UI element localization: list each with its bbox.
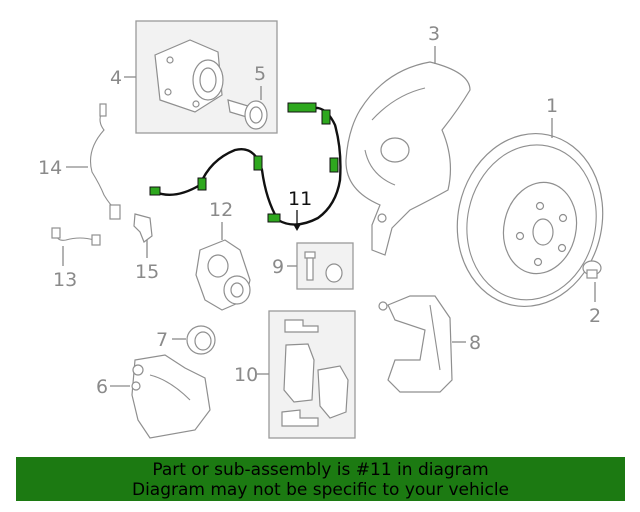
callout-2[interactable]: 2 — [589, 305, 601, 327]
hub-bolt-hole — [192, 100, 200, 108]
rotor-vent-ring — [466, 144, 597, 301]
wear-sensor-clip — [197, 177, 207, 191]
fastener-group-9[interactable] — [296, 242, 354, 290]
rotor-stud-hole — [535, 201, 545, 211]
guide-bolt-head — [304, 251, 316, 259]
brake-wear-sensor-11[interactable] — [149, 102, 342, 226]
callout-8[interactable]: 8 — [469, 332, 481, 354]
brake-pad-kit-10[interactable] — [268, 310, 356, 439]
rotor-stud-hole — [515, 231, 525, 241]
callout-5[interactable]: 5 — [254, 63, 266, 85]
callout-6[interactable]: 6 — [96, 376, 108, 398]
lead-13-plug — [91, 234, 101, 246]
callout-14[interactable]: 14 — [38, 157, 62, 179]
info-banner: Part or sub-assembly is #11 in diagram D… — [16, 457, 625, 501]
callout-12[interactable]: 12 — [209, 199, 233, 221]
hub-bolt-hole — [164, 88, 172, 96]
bracket-bolt — [378, 301, 388, 311]
brake-pad-outer — [317, 365, 349, 419]
actuator-port — [207, 254, 229, 278]
caliper-bracket-8[interactable] — [378, 295, 453, 393]
dust-shield-body — [345, 61, 471, 256]
wear-sensor-probe — [287, 102, 317, 113]
guide-bolt-shank — [306, 257, 314, 281]
banner-line-2: Diagram may not be specific to your vehi… — [131, 480, 509, 500]
seal-inner — [194, 331, 212, 351]
banner-line-1: Part or sub-assembly is #11 in diagram — [152, 460, 489, 480]
rotor-stud-hole — [533, 257, 543, 267]
wear-sensor-clip — [329, 157, 339, 173]
brake-pad-inner — [283, 343, 315, 403]
callout-11[interactable]: 11 — [288, 188, 312, 210]
dust-shield-hole — [380, 137, 410, 163]
pad-clip-top — [284, 319, 319, 333]
rotor-screw-shank — [586, 269, 598, 279]
piston-seal-7[interactable] — [186, 325, 216, 355]
guide-bushing — [325, 263, 343, 283]
rotor-stud-hole — [558, 213, 568, 223]
hub-bolt-head-inner — [249, 106, 263, 124]
hub-bolt-hole — [166, 56, 174, 64]
actuator-motor-end — [230, 282, 244, 298]
clip-15-body — [133, 213, 153, 243]
bracket-body — [387, 295, 453, 393]
brake-caliper-6[interactable] — [131, 354, 211, 439]
rotor-center-bore — [532, 218, 554, 246]
rotor-screw[interactable] — [582, 260, 602, 279]
sensor-lead-13[interactable] — [51, 227, 101, 246]
bracket-rib — [429, 304, 441, 371]
brake-rotor[interactable] — [441, 120, 618, 320]
harness-14-connector — [99, 103, 107, 117]
dust-shield-rib — [371, 87, 426, 121]
dust-shield-rib — [364, 149, 396, 186]
rotor-stud-hole — [557, 243, 567, 253]
callout-10[interactable]: 10 — [234, 364, 258, 386]
hub-bore-inner — [199, 67, 217, 93]
lead-13-wire — [55, 231, 95, 241]
parts-diagram: 4 5 3 1 2 14 — [38, 20, 618, 439]
pad-clip-bottom — [281, 409, 319, 427]
caliper-port — [131, 381, 141, 391]
callout-13[interactable]: 13 — [53, 269, 77, 291]
lead-13-connector — [51, 227, 61, 239]
callout-1[interactable]: 1 — [546, 95, 558, 117]
wear-sensor-clip — [321, 109, 331, 125]
bracket-clip-15[interactable] — [133, 213, 153, 243]
harness-14-sensor — [109, 204, 121, 220]
callout-3[interactable]: 3 — [428, 23, 440, 45]
callout-15[interactable]: 15 — [135, 261, 159, 283]
fastener-group-box — [296, 242, 354, 290]
dust-shield[interactable] — [345, 61, 471, 256]
abs-sensor-harness-14[interactable] — [89, 103, 121, 220]
harness-14-wire — [89, 107, 117, 211]
hub-bearing-group[interactable] — [135, 20, 278, 134]
leader-11-arrow — [293, 224, 301, 231]
wear-sensor-connector — [149, 186, 161, 196]
brake-actuator-12[interactable] — [195, 239, 251, 311]
caliper-body — [131, 354, 211, 439]
wear-sensor-clip — [267, 213, 281, 223]
dust-shield-tab-hole — [377, 213, 387, 223]
caliper-bleeder — [132, 364, 144, 376]
caliper-rib — [149, 374, 191, 401]
wear-sensor-clip — [253, 155, 263, 171]
callout-4[interactable]: 4 — [110, 67, 122, 89]
callout-7[interactable]: 7 — [156, 329, 168, 351]
callout-9[interactable]: 9 — [272, 256, 284, 278]
